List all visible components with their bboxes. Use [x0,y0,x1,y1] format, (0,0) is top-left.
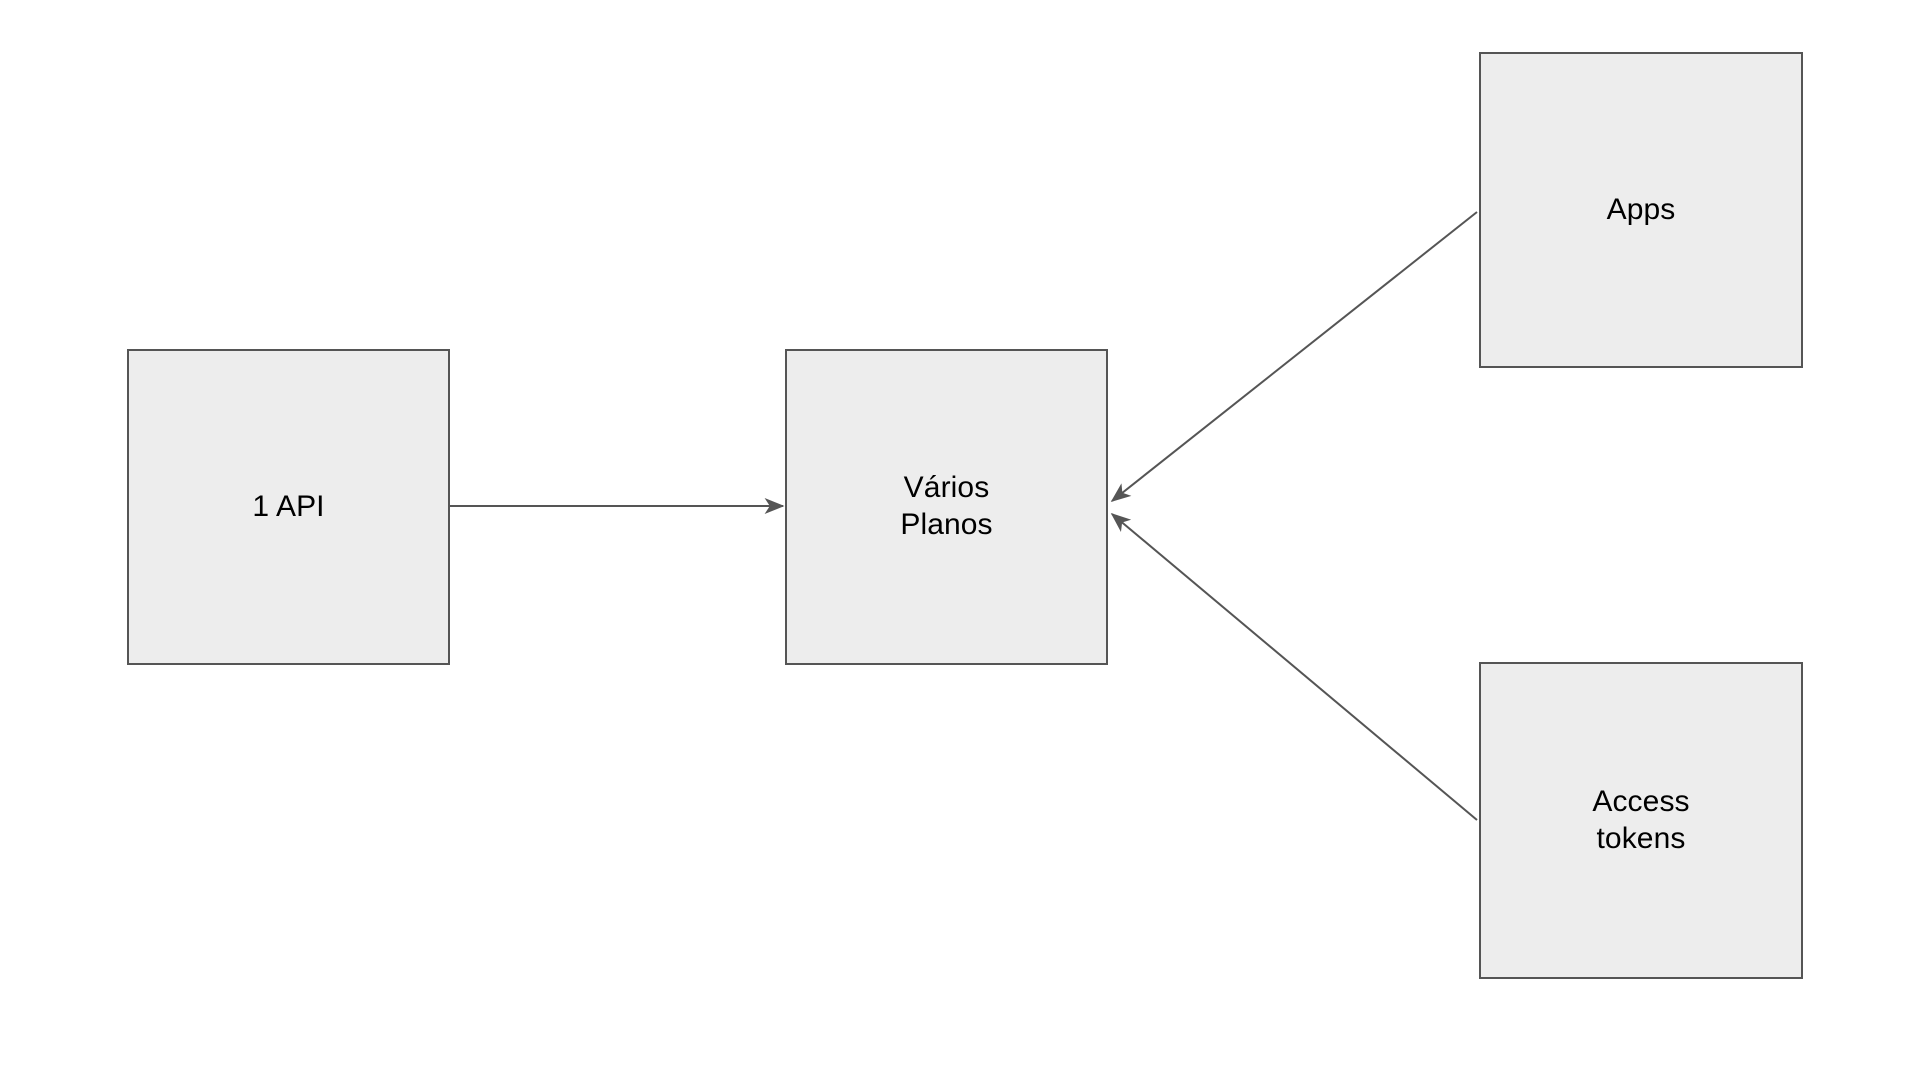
node-apps-label: Apps [1606,192,1676,226]
node-apps[interactable]: Apps [1479,52,1803,368]
edge-tokens-to-planos [1110,512,1478,821]
node-access-tokens[interactable]: Access tokens [1479,662,1803,979]
edge-apps-to-planos [1110,211,1478,502]
node-access-tokens-label: Access tokens [1592,784,1690,855]
node-api-label: 1 API [252,489,325,523]
node-api[interactable]: 1 API [127,349,450,665]
node-varios-planos-label: Vários Planos [900,471,993,541]
node-varios-planos[interactable]: Vários Planos [785,349,1108,665]
